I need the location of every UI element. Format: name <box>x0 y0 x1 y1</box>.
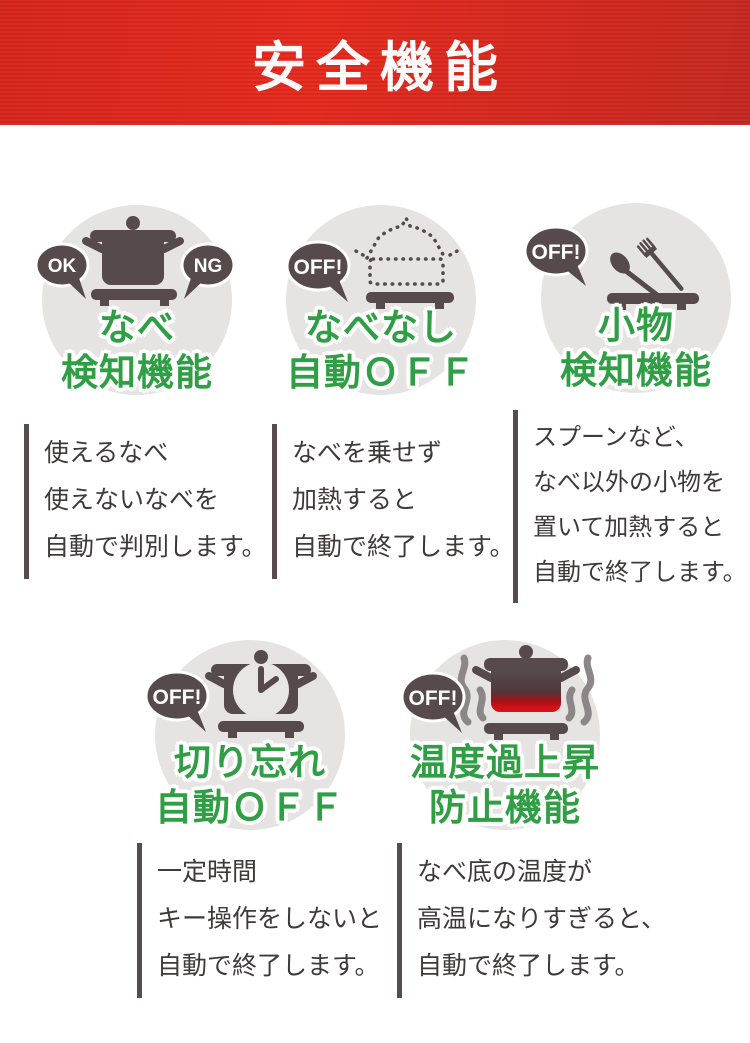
clock-face <box>233 662 289 718</box>
feature-title-line: 自動ＯＦＦ <box>155 787 345 828</box>
ng-bubble: NG <box>180 242 236 299</box>
feature-desc-line: 一定時間 <box>157 858 258 886</box>
feature-description: なべを乗せず 加熱すると 自動で終了します。 <box>272 424 515 579</box>
pot-ok-ng-icon: OK NG <box>34 216 236 306</box>
feature-desc-line: 置いて加熱すると <box>533 514 725 541</box>
feature-title: なべなし 自動ＯＦＦ <box>256 305 506 395</box>
feature-description: 一定時間 キー操作をしないと 自動で終了します。 <box>137 843 382 998</box>
feature-desc-line: 自動で終了します。 <box>417 952 640 980</box>
feature-title-line: 自動ＯＦＦ <box>286 352 476 393</box>
feature-title-line: 防止機能 <box>429 787 581 828</box>
feature-title: 切り忘れ 自動ＯＦＦ <box>125 740 375 830</box>
feature-desc-line: 加熱すると <box>292 486 418 514</box>
svg-text:OFF!: OFF! <box>153 686 202 709</box>
steam-icon <box>457 654 595 726</box>
feature-card-overheat-prevention: OFF! 温度過上昇 防止機能 <box>380 640 630 855</box>
feature-title-line: なべ <box>99 307 175 348</box>
feature-desc-line: 高温になりすぎると、 <box>417 905 667 933</box>
feature-desc-line: なべを乗せず <box>292 439 443 467</box>
feature-title: 温度過上昇 防止機能 <box>380 740 630 830</box>
off-bubble: OFF! <box>144 670 210 732</box>
off-bubble: OFF! <box>523 225 589 286</box>
feature-desc-line: 自動で終了します。 <box>533 559 747 586</box>
feature-title: なべ 検知機能 <box>12 305 262 395</box>
feature-desc-line: なべ以外の小物を <box>533 469 725 496</box>
feature-title-line: 検知機能 <box>560 350 712 391</box>
spoon-icon <box>610 252 664 301</box>
feature-desc-line: 使えるなべ <box>44 439 169 467</box>
feature-desc-line: 使えないなべを <box>44 486 220 514</box>
feature-title-line: 小物 <box>598 305 674 346</box>
page-title: 安全機能 <box>252 38 508 98</box>
overheat-pot-icon: OFF! <box>400 645 595 740</box>
svg-text:OK: OK <box>48 256 77 277</box>
feature-desc-line: なべ底の温度が <box>417 858 593 886</box>
feature-card-forget-auto-off: OFF! 切り忘れ 自動ＯＦＦ <box>125 640 375 855</box>
feature-desc-line: 自動で終了します。 <box>157 952 380 980</box>
feature-title-line: 温度過上昇 <box>410 742 600 783</box>
svg-text:OFF!: OFF! <box>532 241 581 264</box>
feature-description: 使えるなべ 使えないなべを 自動で判別します。 <box>24 424 267 579</box>
utensils-icon: OFF! <box>523 225 699 310</box>
feature-desc-line: キー操作をしないと <box>157 905 383 933</box>
fork-icon <box>636 237 684 291</box>
feature-desc-line: スプーンなど、 <box>533 424 699 451</box>
feature-description: スプーンなど、 なべ以外の小物を 置いて加熱すると 自動で終了します。 <box>513 410 747 603</box>
off-bubble: OFF! <box>400 671 466 733</box>
feature-title-line: 切り忘れ <box>174 742 326 783</box>
header-banner: 安全機能 <box>0 0 750 125</box>
feature-desc-line: 自動で判別します。 <box>44 533 267 561</box>
ok-bubble: OK <box>34 242 90 299</box>
feature-card-small-item-detection: OFF! 小物 検知機能 <box>511 203 750 418</box>
svg-text:OFF!: OFF! <box>294 256 343 279</box>
feature-description: なべ底の温度が 高温になりすぎると、 自動で終了します。 <box>397 843 666 998</box>
off-bubble: OFF! <box>285 240 351 302</box>
feature-title: 小物 検知機能 <box>511 303 750 393</box>
svg-text:NG: NG <box>194 256 223 277</box>
clock-pot-icon: OFF! <box>144 650 317 738</box>
feature-title-line: 検知機能 <box>61 352 213 393</box>
feature-card-pot-detection: OK NG なべ 検知機能 <box>12 205 262 420</box>
feature-desc-line: 自動で終了します。 <box>292 533 515 561</box>
feature-title-line: なべなし <box>305 307 457 348</box>
feature-card-no-pot-auto-off: OFF! なべなし 自動ＯＦＦ <box>256 205 506 420</box>
svg-text:OFF!: OFF! <box>409 687 458 710</box>
no-pot-dotted-icon: OFF! <box>285 214 461 309</box>
